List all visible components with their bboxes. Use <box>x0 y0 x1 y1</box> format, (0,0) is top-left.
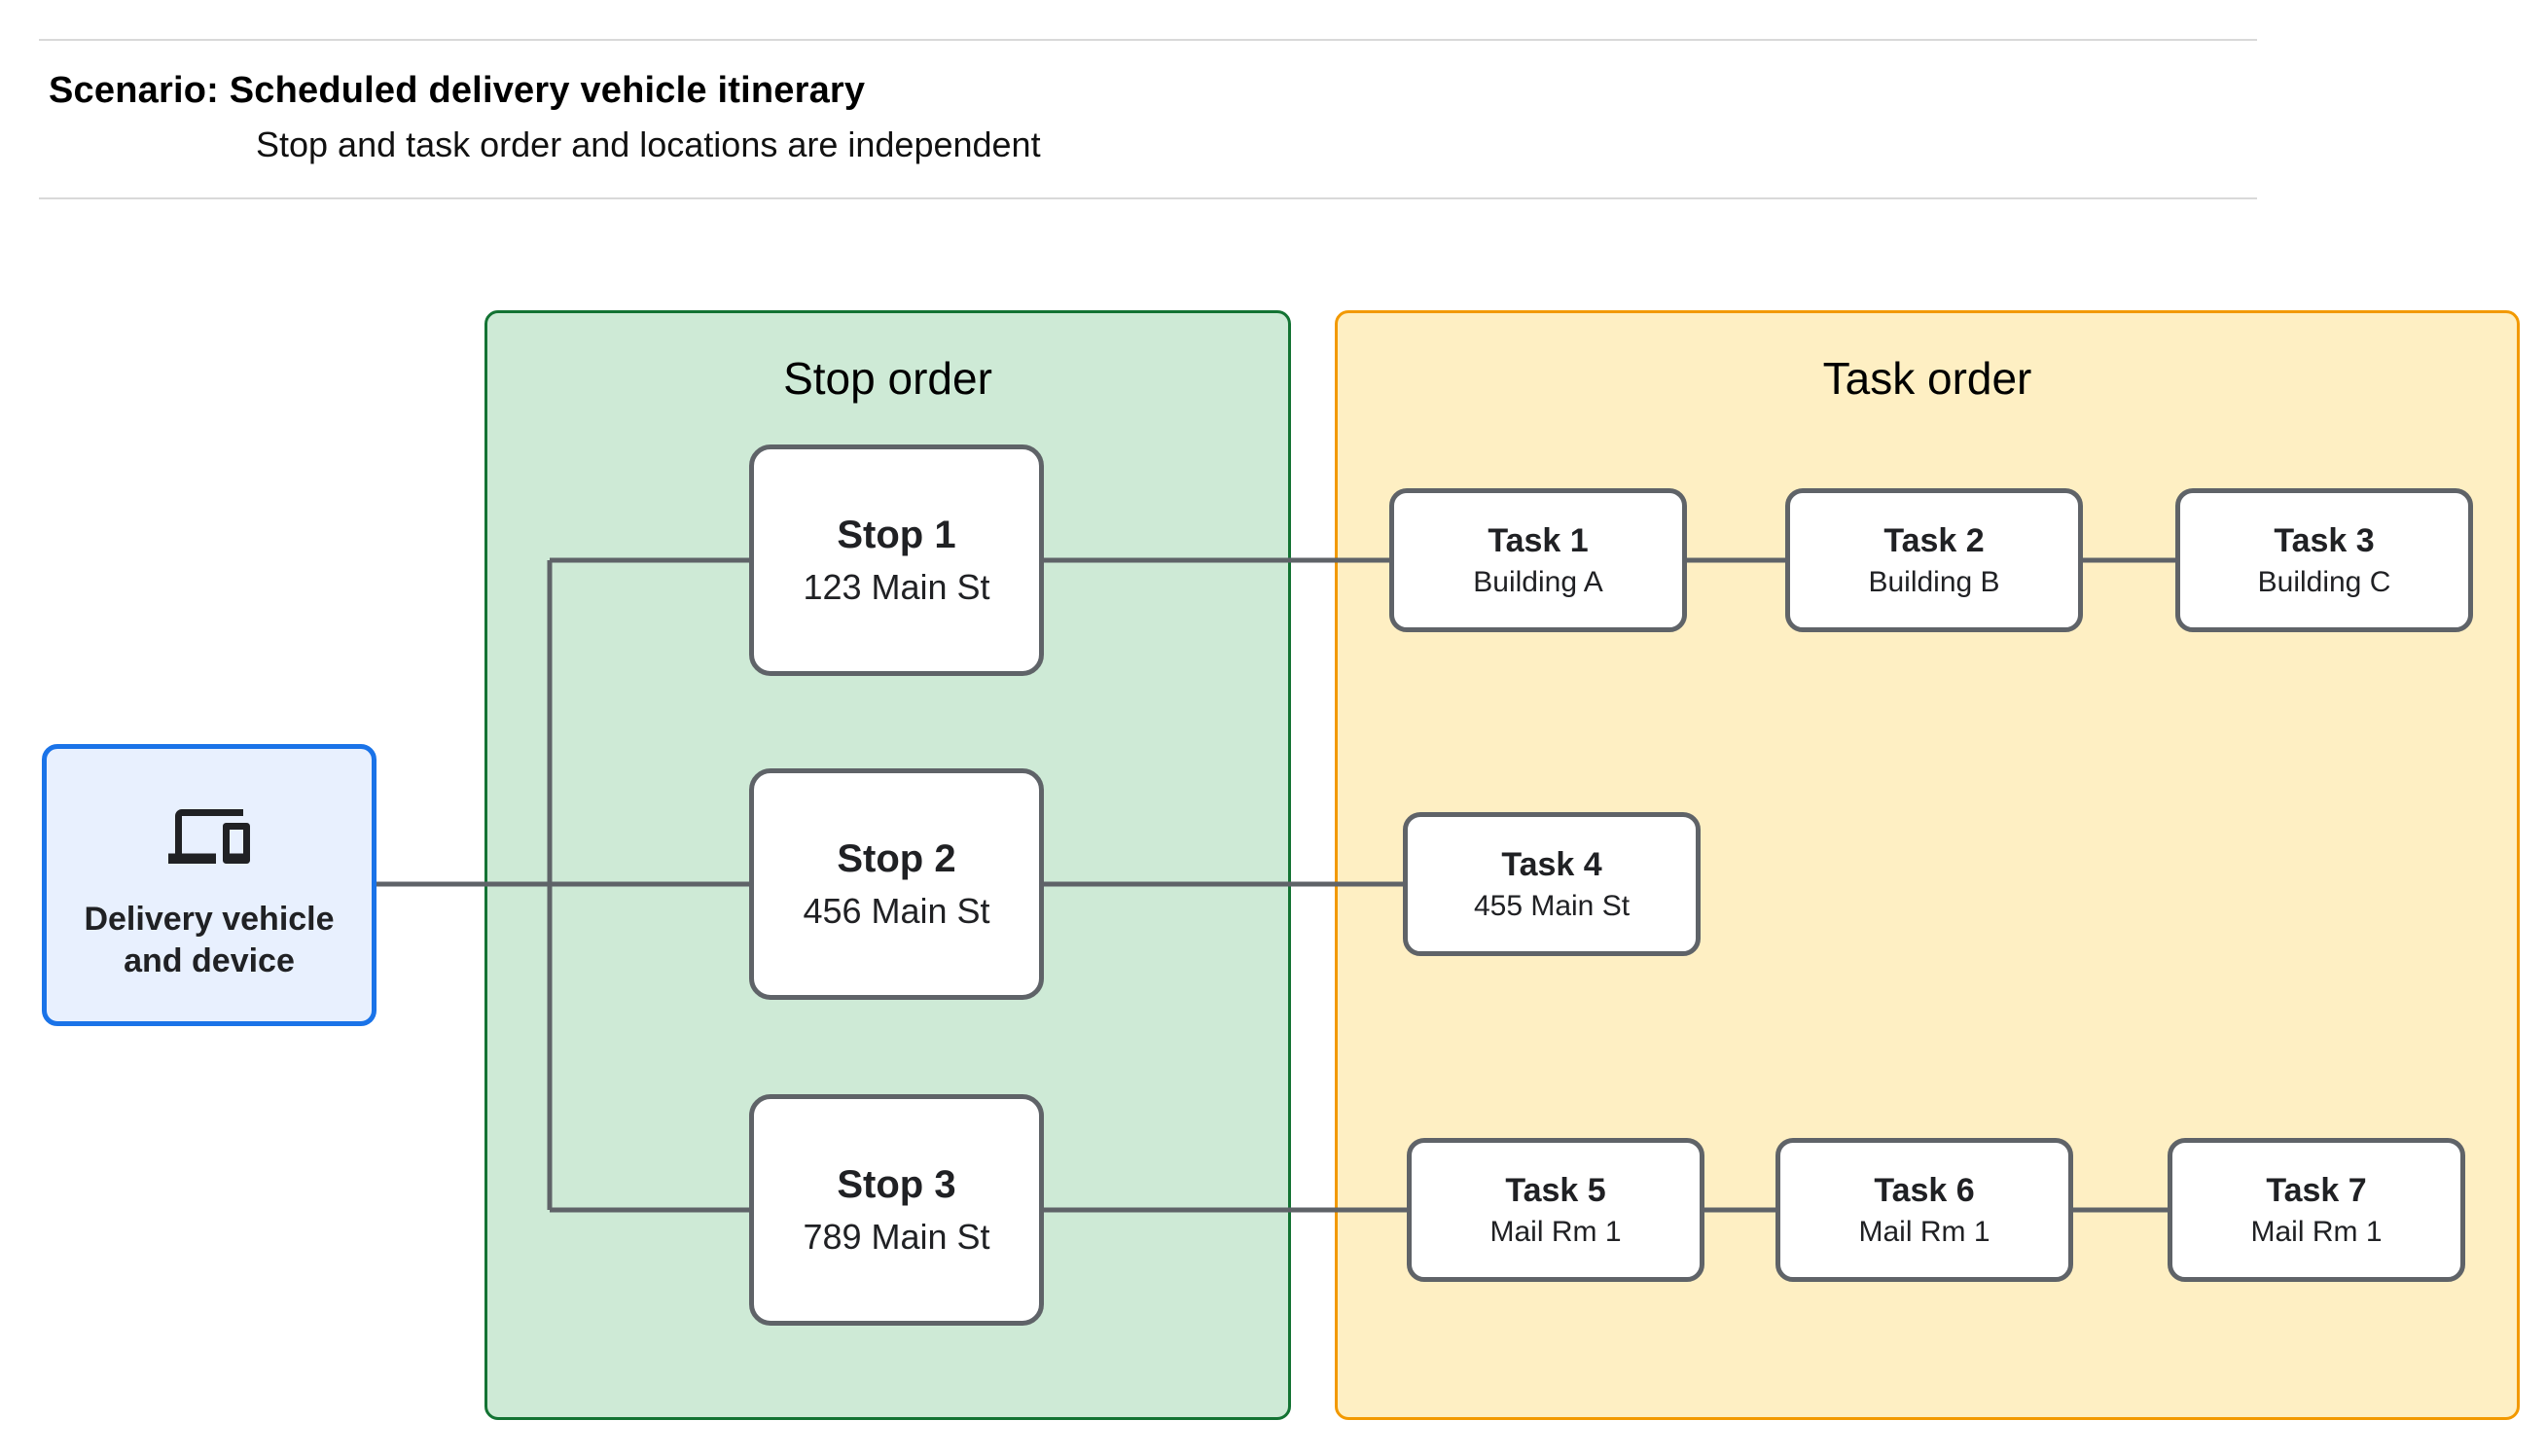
header-divider-top <box>39 39 2257 41</box>
task-3-title: Task 3 <box>2274 521 2375 559</box>
stop-node-1: Stop 1 123 Main St <box>749 444 1044 676</box>
task-order-panel-title: Task order <box>1822 353 2032 404</box>
task-node-3: Task 3 Building C <box>2175 488 2473 632</box>
task-node-5: Task 5 Mail Rm 1 <box>1407 1138 1704 1282</box>
header-divider-bottom <box>39 197 2257 199</box>
task-4-title: Task 4 <box>1501 845 1602 883</box>
task-node-7: Task 7 Mail Rm 1 <box>2168 1138 2465 1282</box>
stop-order-panel-title: Stop order <box>783 353 992 404</box>
stop-3-address: 789 Main St <box>803 1216 990 1257</box>
task-1-location: Building A <box>1473 565 1603 598</box>
stop-node-2: Stop 2 456 Main St <box>749 768 1044 1000</box>
stop-2-address: 456 Main St <box>803 890 990 931</box>
task-2-title: Task 2 <box>1883 521 1985 559</box>
task-7-location: Mail Rm 1 <box>2250 1215 2383 1248</box>
task-node-6: Task 6 Mail Rm 1 <box>1775 1138 2073 1282</box>
devices-icon <box>168 809 250 864</box>
task-node-4: Task 4 455 Main St <box>1403 812 1701 956</box>
task-1-title: Task 1 <box>1488 521 1589 559</box>
task-node-1: Task 1 Building A <box>1389 488 1687 632</box>
task-5-title: Task 5 <box>1505 1171 1606 1209</box>
page-title: Scenario: Scheduled delivery vehicle iti… <box>49 70 866 111</box>
delivery-vehicle-label: Delivery vehicle and device <box>84 901 335 979</box>
task-3-location: Building C <box>2257 565 2391 598</box>
task-5-location: Mail Rm 1 <box>1489 1215 1622 1248</box>
task-6-location: Mail Rm 1 <box>1858 1215 1990 1248</box>
page-subtitle: Stop and task order and locations are in… <box>256 124 1041 164</box>
task-7-title: Task 7 <box>2266 1171 2367 1209</box>
task-2-location: Building B <box>1868 565 2000 598</box>
stop-1-title: Stop 1 <box>837 513 956 556</box>
task-node-2: Task 2 Building B <box>1785 488 2083 632</box>
delivery-vehicle-node: Delivery vehicle and device <box>42 744 377 1026</box>
stop-2-title: Stop 2 <box>837 836 956 880</box>
stop-node-3: Stop 3 789 Main St <box>749 1094 1044 1326</box>
task-4-location: 455 Main St <box>1473 889 1631 922</box>
stop-3-title: Stop 3 <box>837 1162 956 1206</box>
stop-1-address: 123 Main St <box>803 566 990 607</box>
task-6-title: Task 6 <box>1874 1171 1975 1209</box>
